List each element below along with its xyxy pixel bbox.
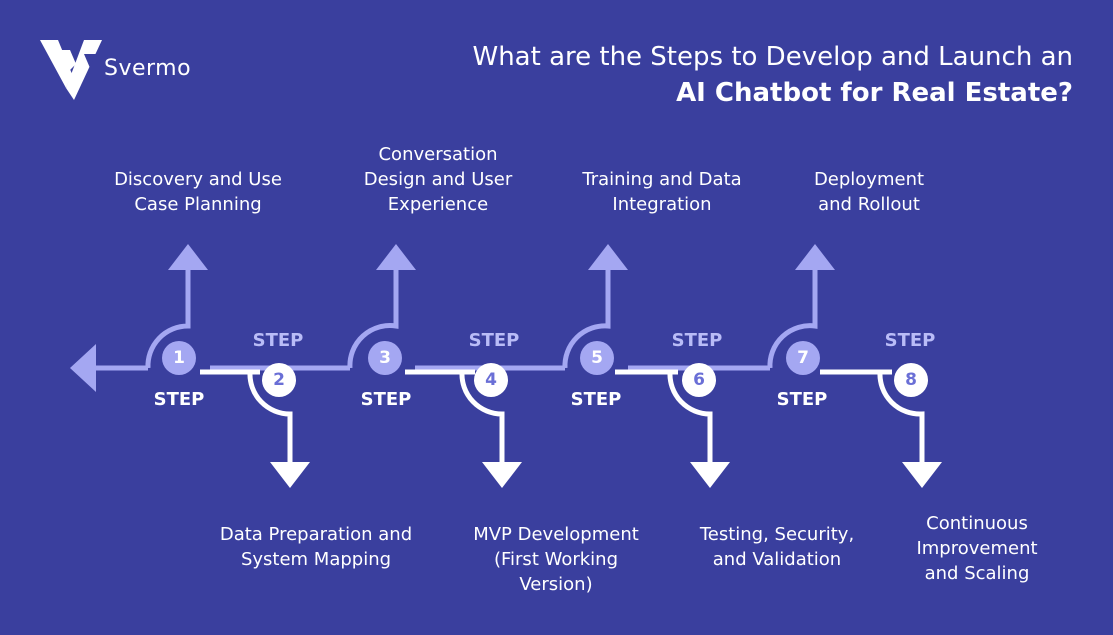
step-2-word: STEP xyxy=(252,330,304,351)
step-7-label: Deployment and Rollout xyxy=(813,169,925,215)
step-7-number: 7 xyxy=(786,341,820,375)
step-3-label: Conversation Design and User Experience xyxy=(363,144,513,215)
step-6-label: Testing, Security, and Validation xyxy=(699,524,855,570)
left-arrow-icon xyxy=(70,344,96,392)
step-4-label: MVP Development (First Working Version) xyxy=(473,524,639,595)
step-6-word: STEP xyxy=(671,330,723,351)
step-5-label: Training and Data Integration xyxy=(582,169,742,215)
up-arrow-icon xyxy=(168,244,208,270)
step-2-number: 2 xyxy=(262,363,296,397)
svermo-logo-icon xyxy=(40,40,102,100)
step-2-label: Data Preparation and System Mapping xyxy=(219,524,413,570)
step-1-number: 1 xyxy=(162,341,196,375)
down-arrow-icon xyxy=(902,462,942,488)
step-8-number: 8 xyxy=(894,363,928,397)
step-3-word: STEP xyxy=(360,389,412,410)
page-title-line-2: AI Chatbot for Real Estate? xyxy=(676,78,1073,108)
down-arrow-icon xyxy=(690,462,730,488)
step-1-label: Discovery and Use Case Planning xyxy=(114,169,282,215)
step-4-number: 4 xyxy=(474,363,508,397)
step-4-word: STEP xyxy=(468,330,520,351)
up-arrow-icon xyxy=(795,244,835,270)
down-arrow-icon xyxy=(482,462,522,488)
step-5-number: 5 xyxy=(580,341,614,375)
up-arrow-icon xyxy=(376,244,416,270)
brand-name: Svermo xyxy=(104,56,192,81)
step-3-number: 3 xyxy=(368,341,402,375)
down-arrow-icon xyxy=(270,462,310,488)
step-6-number: 6 xyxy=(682,363,716,397)
up-arrow-icon xyxy=(588,244,628,270)
step-1-word: STEP xyxy=(153,389,205,410)
step-5-word: STEP xyxy=(570,389,622,410)
step-8-label: Continuous Improvement and Scaling xyxy=(916,513,1038,584)
step-8-word: STEP xyxy=(884,330,936,351)
step-7-word: STEP xyxy=(776,389,828,410)
page-title-line-1: What are the Steps to Develop and Launch… xyxy=(472,42,1073,72)
